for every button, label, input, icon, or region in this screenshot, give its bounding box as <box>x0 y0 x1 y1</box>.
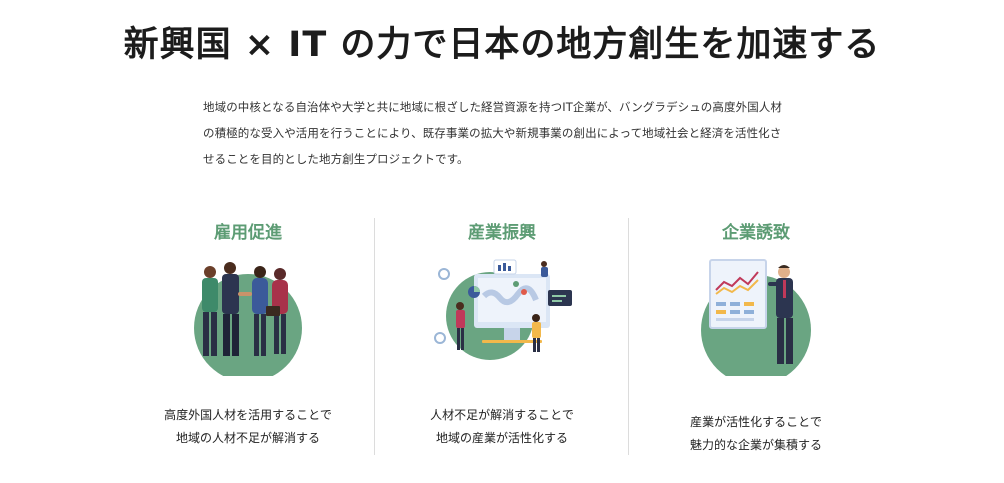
column-divider <box>628 218 629 455</box>
page-title: 新興国 × IT の力で日本の地方創生を加速する <box>123 25 881 65</box>
feature-title: 産業振興 <box>468 223 536 243</box>
intro-line: 地域の中核となる自治体や大学と共に地域に根ざした経営資源を持つIT企業が、バング… <box>203 100 783 114</box>
intro-line: の積極的な受入や活用を行うことにより、既存事業の拡大や新規事業の創出によって地域… <box>203 126 782 140</box>
feature-title: 企業誘致 <box>722 223 790 243</box>
feature-description-line: 人材不足が解消することで <box>430 408 574 422</box>
feature-description-line: 地域の産業が活性化する <box>435 431 568 445</box>
feature-attraction: 企業誘致 産業が活性化することで 魅力的な企業が集積する <box>629 210 883 460</box>
data-analysis-team-illustration <box>434 259 572 360</box>
business-people-handshake-illustration <box>194 262 302 376</box>
feature-industry: 産業振興 人材不足が解消することで 地域の産業 <box>375 210 629 460</box>
feature-employment: 雇用促進 高度外国人材を活用することで 地域の人材不足が解消する <box>121 210 375 460</box>
intro-line: せることを目的とした地方創生プロジェクトです。 <box>203 152 469 166</box>
column-divider <box>374 218 375 455</box>
feature-description-line: 高度外国人材を活用することで <box>164 408 332 422</box>
feature-description-line: 産業が活性化することで <box>690 415 822 429</box>
presentation-chart-illustration <box>701 259 811 376</box>
feature-title: 雇用促進 <box>214 223 282 243</box>
feature-description-line: 地域の人材不足が解消する <box>175 431 320 445</box>
feature-description: 人材不足が解消することで 地域の産業が活性化する <box>375 404 629 450</box>
feature-description: 産業が活性化することで 魅力的な企業が集積する <box>629 411 883 457</box>
feature-description: 高度外国人材を活用することで 地域の人材不足が解消する <box>121 404 375 450</box>
intro-text: 地域の中核となる自治体や大学と共に地域に根ざした経営資源を持つIT企業が、バング… <box>203 94 813 172</box>
feature-description-line: 魅力的な企業が集積する <box>689 438 822 452</box>
